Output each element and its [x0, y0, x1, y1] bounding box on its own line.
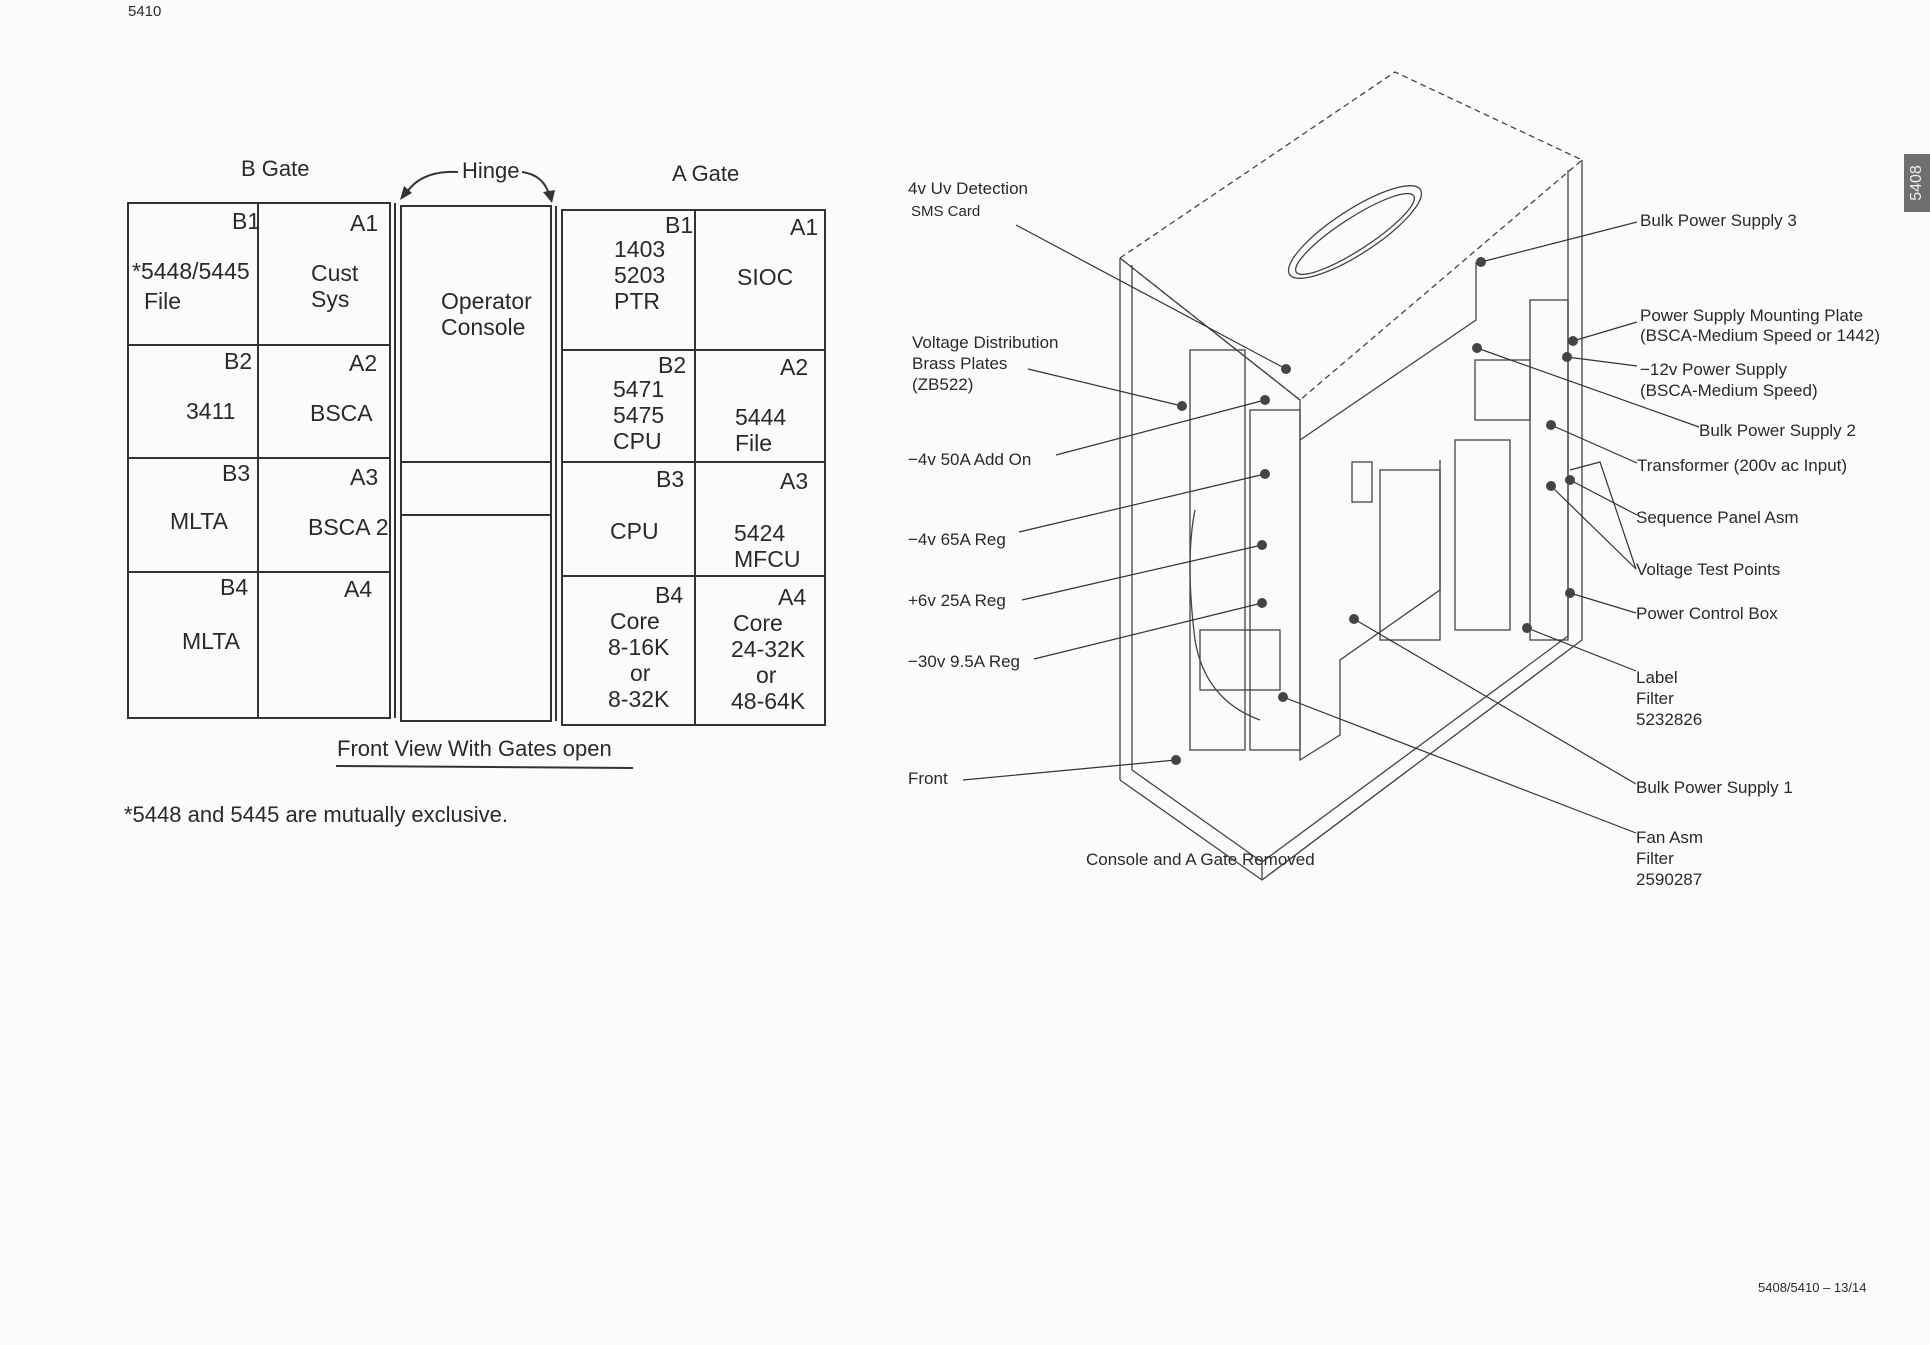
cell-a-a4-line1: Core [733, 610, 783, 636]
label-power-control: Power Control Box [1636, 604, 1778, 623]
label-uv-detection-1: 4v Uv Detection [908, 179, 1028, 198]
label-front: Front [908, 769, 948, 788]
cell-pos-a-a4: A4 [778, 584, 807, 610]
cell-a-a4-line4: 48-64K [731, 688, 806, 714]
cell-a-b4-line3: or [630, 660, 651, 686]
label-mounting-plate-2: (BSCA-Medium Speed or 1442) [1640, 326, 1881, 345]
cell-b-a1-line2: Sys [311, 286, 350, 312]
cell-pos-b-b2: B2 [224, 348, 253, 374]
cell-pos-a-a2: A2 [780, 354, 809, 380]
cell-b-b1-line2: File [144, 288, 182, 314]
cell-pos-b-a1: A1 [350, 210, 379, 236]
leader-lines [962, 221, 1700, 834]
label-label-filter-1: Label [1636, 668, 1678, 687]
side-tab: 5408 [1904, 154, 1930, 212]
cell-b-a3-line1: BSCA 2 [308, 514, 389, 540]
page-footer: 5408/5410 – 13/14 [1758, 1280, 1867, 1295]
label-bulk-ps1: Bulk Power Supply 1 [1636, 778, 1793, 797]
label-12v-ps-1: −12v Power Supply [1640, 360, 1787, 379]
cell-a-b1-line2: 5203 [614, 262, 666, 288]
cell-a-a2-line1: 5444 [735, 404, 787, 430]
cell-a-a4-line2: 24-32K [731, 636, 806, 662]
label-6v-reg: +6v 25A Reg [908, 591, 1006, 610]
label-bulk-ps3: Bulk Power Supply 3 [1640, 211, 1797, 230]
cell-pos-a-a1: A1 [790, 214, 819, 240]
label-mounting-plate-1: Power Supply Mounting Plate [1640, 306, 1864, 325]
cell-a-b3-line1: CPU [610, 518, 659, 544]
label-voltage-dist-1: Voltage Distribution [912, 333, 1059, 352]
cell-a-a1-line1: SIOC [737, 264, 794, 290]
label-4v-add-on: −4v 50A Add On [908, 450, 1032, 469]
footnote: *5448 and 5445 are mutually exclusive. [124, 802, 509, 827]
cell-a-b1-line3: PTR [614, 288, 660, 314]
cell-b-b3-line1: MLTA [170, 508, 228, 534]
cell-b-a2-line1: BSCA [310, 400, 373, 426]
label-30v-reg: −30v 9.5A Reg [908, 652, 1021, 671]
a-gate-label: A Gate [672, 161, 740, 186]
cell-a-a3-line1: 5424 [734, 520, 786, 546]
cell-a-b2-line2: 5475 [613, 402, 665, 428]
label-label-filter-2: Filter [1636, 689, 1674, 708]
cell-pos-b-a2: A2 [349, 350, 378, 376]
cell-pos-b-b3: B3 [222, 460, 251, 486]
label-fan-filter-3: 2590287 [1636, 870, 1703, 889]
cell-a-b4-line1: Core [610, 608, 660, 634]
label-sequence-panel: Sequence Panel Asm [1636, 508, 1799, 527]
cell-pos-a-a3: A3 [780, 468, 809, 494]
cell-pos-a-b1: B1 [665, 212, 694, 238]
cell-b-b1-line1: *5448/5445 [132, 258, 250, 284]
front-view-caption: Front View With Gates open [337, 736, 612, 761]
label-fan-filter-2: Filter [1636, 849, 1674, 868]
cell-a-a2-line2: File [735, 430, 773, 456]
cell-pos-b-a4: A4 [344, 576, 373, 602]
cell-pos-a-b3: B3 [656, 466, 685, 492]
cell-pos-b-a3: A3 [350, 464, 379, 490]
cell-pos-a-b4: B4 [655, 582, 684, 608]
cell-pos-b-b1: B1 [232, 208, 261, 234]
label-bulk-ps2: Bulk Power Supply 2 [1699, 421, 1856, 440]
label-voltage-dist-2: Brass Plates [912, 354, 1008, 373]
label-fan-filter-1: Fan Asm [1636, 828, 1704, 847]
label-4v-reg: −4v 65A Reg [908, 530, 1006, 549]
cell-b-b2-line1: 3411 [186, 398, 236, 424]
cell-a-b2-line1: 5471 [613, 376, 665, 402]
label-test-points: Voltage Test Points [1636, 560, 1781, 579]
cell-pos-a-b2: B2 [658, 352, 687, 378]
cabinet-caption: Console and A Gate Removed [1086, 850, 1315, 869]
cell-a-a3-line2: MFCU [734, 546, 801, 572]
label-label-filter-3: 5232826 [1636, 710, 1703, 729]
cell-a-b2-line3: CPU [613, 428, 662, 454]
b-gate-label: B Gate [241, 156, 310, 181]
label-transformer: Transformer (200v ac Input) [1637, 456, 1848, 475]
label-uv-detection-2: SMS Card [911, 203, 981, 220]
cell-a-a4-line3: or [756, 662, 777, 688]
cell-a-b1-line1: 1403 [614, 236, 666, 262]
label-voltage-dist-3: (ZB522) [912, 375, 974, 394]
arrowheads [1171, 257, 1578, 765]
cell-b-b4-line1: MLTA [182, 628, 240, 654]
label-12v-ps-2: (BSCA-Medium Speed) [1640, 381, 1818, 400]
console-line2: Console [441, 314, 526, 340]
cell-pos-b-b4: B4 [220, 574, 249, 600]
cell-a-b4-line2: 8-16K [608, 634, 670, 660]
cell-b-a1-line1: Cust [311, 260, 359, 286]
cell-a-b4-line4: 8-32K [608, 686, 670, 712]
page-number-header: 5410 [128, 3, 162, 20]
hinge-label: Hinge [462, 158, 520, 183]
console-line1: Operator [441, 288, 532, 314]
